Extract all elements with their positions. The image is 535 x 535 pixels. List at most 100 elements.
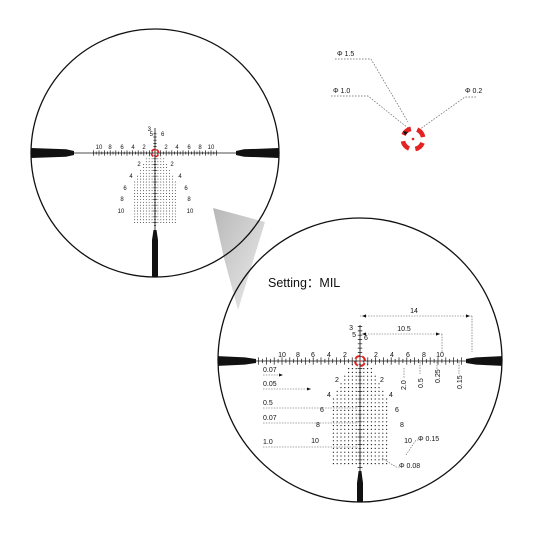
holdover-dot [174, 207, 176, 209]
holdover-dot [336, 459, 338, 461]
holdover-dot [142, 210, 144, 212]
holdover-dot [367, 371, 369, 373]
holdover-dot [378, 406, 380, 408]
holdover-dot [134, 213, 136, 215]
holdover-dot [166, 216, 168, 218]
holdover-dot [157, 207, 159, 209]
small-scale-number: 6 [187, 145, 191, 151]
holdover-dot [169, 187, 170, 189]
holdover-dot [351, 406, 353, 408]
holdover-dot [160, 222, 162, 224]
holdover-dot [142, 187, 144, 189]
holdover-dot [370, 394, 372, 396]
holdover-dot [378, 436, 380, 438]
holdover-dot [340, 444, 342, 446]
vertical-spec-leaders [403, 362, 460, 378]
holdover-dot [142, 198, 144, 200]
detail-scale-number: 4 [327, 352, 331, 359]
holdover-dot [374, 428, 376, 430]
detail-scale-ticks [258, 326, 462, 468]
holdover-dot [166, 167, 168, 168]
holdover-dot [151, 201, 153, 203]
holdover-dot [374, 375, 376, 377]
zoom-projection [213, 208, 265, 310]
holdover-dot [340, 417, 342, 419]
holdover-dot [348, 425, 350, 427]
holdover-dot [148, 193, 150, 195]
holdover-dot [355, 451, 357, 453]
holdover-dot [157, 181, 159, 183]
holdover-dot [160, 219, 162, 221]
holdover-dot [374, 394, 376, 396]
holdover-dot [336, 432, 338, 434]
detail-scope-rim [217, 217, 503, 503]
holdover-dot [171, 210, 173, 212]
holdover-dot [145, 204, 147, 206]
holdover-dot [166, 193, 168, 195]
holdover-dot [171, 196, 173, 197]
vertical-spec: 0.25 [435, 369, 442, 383]
holdover-dot [374, 451, 376, 453]
holdover-dot [382, 402, 384, 404]
holdover-dot [174, 198, 176, 200]
holdover-dot [157, 172, 159, 174]
holdover-dot [142, 169, 144, 171]
holdover-dot [134, 201, 136, 203]
holdover-dot [374, 440, 376, 442]
holdover-dot [378, 428, 380, 430]
holdover-dot [340, 447, 342, 449]
holdover-dot [148, 210, 150, 212]
holdover-dot [142, 193, 144, 195]
holdover-dot [382, 417, 384, 419]
holdover-dot [140, 169, 141, 171]
holdover-dot [340, 455, 342, 457]
holdover-dot [370, 428, 372, 430]
holdover-dot [163, 201, 165, 203]
holdover-dot [367, 447, 369, 449]
holdover-dot [174, 181, 176, 183]
holdover-dot [378, 440, 380, 442]
holdover-dot [348, 409, 350, 411]
holdover-dot [348, 390, 350, 392]
holdover-dot [163, 204, 165, 206]
holdover-dot [134, 196, 136, 197]
holdover-dot [145, 201, 147, 203]
small-scale-number: 4 [175, 145, 179, 151]
holdover-dot [367, 428, 369, 430]
holdover-dot [148, 172, 150, 174]
holdover-dot [363, 413, 365, 415]
holdover-dot [367, 406, 369, 408]
holdover-dot [160, 198, 162, 200]
holdover-dot [174, 184, 176, 186]
small-scope-rim [30, 28, 280, 278]
holdover-dot [344, 375, 346, 377]
holdover-dot [370, 390, 372, 392]
holdover-dot [340, 425, 342, 427]
holdover-dot [355, 406, 357, 408]
holdover-dot [340, 428, 342, 430]
holdover-dot [348, 394, 350, 396]
holdover-dot [145, 198, 147, 200]
holdover-dot [348, 432, 350, 434]
holdover-dot [160, 207, 162, 209]
holdover-dot [163, 222, 165, 224]
holdover-dot [348, 451, 350, 453]
holdover-dot [355, 379, 357, 381]
holdover-dot [386, 402, 388, 404]
holdover-dot [340, 390, 342, 392]
holdover-dot [148, 207, 150, 209]
holdover-dot [169, 222, 170, 224]
holdover-dot [382, 390, 384, 392]
holdover-dot [160, 196, 162, 197]
holdover-dot [157, 210, 159, 212]
holdover-dot [137, 201, 139, 203]
holdover-dot [140, 190, 141, 192]
holdover-dot [157, 167, 159, 168]
holdover-dot [142, 184, 144, 186]
holdover-dot [134, 190, 136, 192]
holdover-dot [140, 210, 141, 212]
holdover-dot [148, 178, 150, 180]
holdover-dot [355, 440, 357, 442]
holdover-dot [166, 201, 168, 203]
holdover-dot [351, 417, 353, 419]
